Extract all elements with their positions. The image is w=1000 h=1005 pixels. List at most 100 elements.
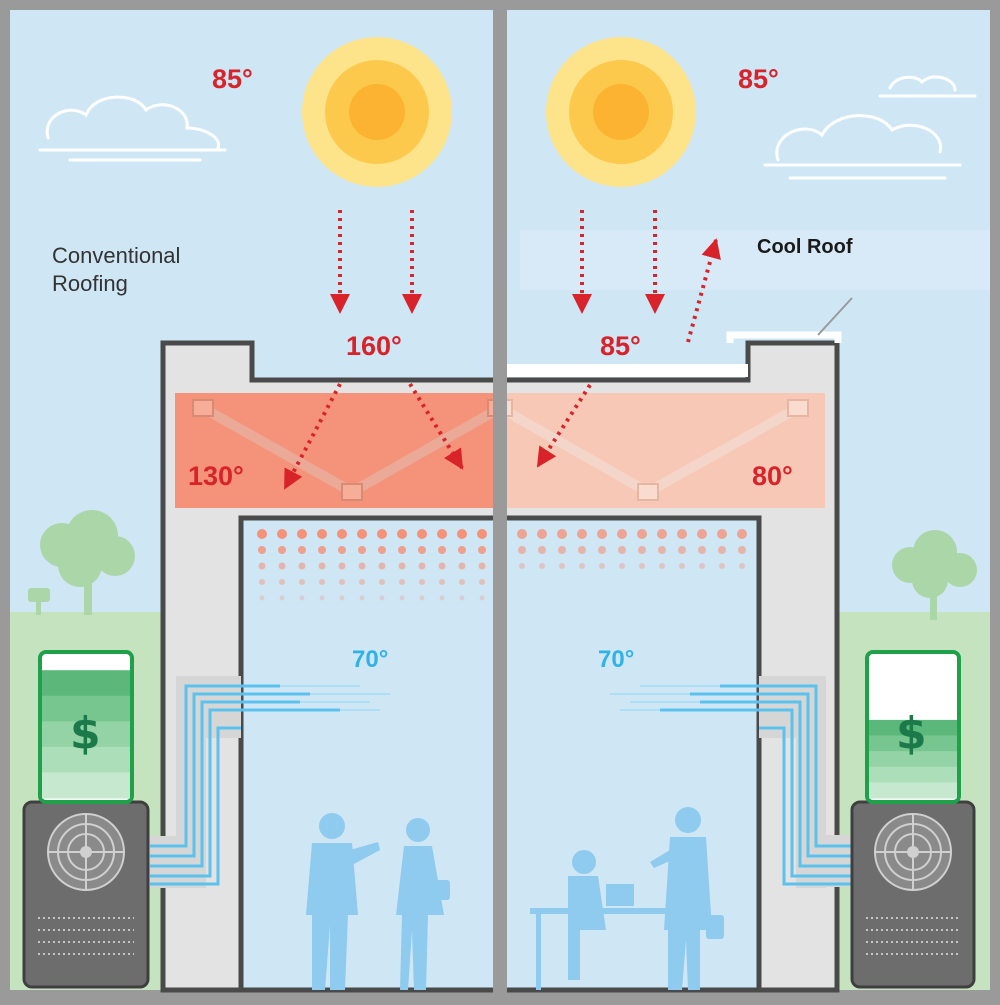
heat-dot: [577, 529, 587, 539]
heat-dot: [317, 529, 327, 539]
left-caption-line1: Conventional: [52, 243, 181, 268]
heat-dot: [379, 595, 385, 601]
heat-dot: [519, 563, 525, 569]
heat-dot: [619, 563, 625, 569]
heat-dot: [659, 563, 665, 569]
right-attic-temp: 80°: [752, 461, 793, 491]
right-cost-meter: [865, 650, 961, 804]
attic-heat-arrows: [283, 382, 592, 490]
heat-dot: [259, 579, 265, 585]
reflection-haze: [520, 230, 990, 290]
heat-dot: [719, 563, 725, 569]
cost-meter-band: [869, 719, 957, 737]
heat-dot: [357, 529, 367, 539]
cost-meter-fill: [42, 670, 130, 799]
cost-meter-band: [42, 670, 130, 697]
heat-dot: [638, 546, 646, 554]
left-attic-temp: 130°: [188, 461, 244, 491]
heat-dot: [479, 595, 485, 601]
cost-meter-band: [869, 766, 957, 783]
heat-dot: [259, 595, 265, 601]
left-cost-meter: [38, 650, 134, 804]
heat-dot: [557, 529, 567, 539]
heat-dot: [657, 529, 667, 539]
cloud-icon: [763, 75, 977, 180]
cost-meter-band: [869, 782, 957, 799]
heat-dot: [477, 529, 487, 539]
left-indoor-temp: 70°: [352, 646, 389, 673]
heat-dot: [437, 529, 447, 539]
heat-dot: [537, 529, 547, 539]
heat-dot: [338, 546, 346, 554]
heat-dot: [478, 562, 486, 570]
heat-dot: [279, 579, 285, 585]
heat-dot: [599, 563, 605, 569]
heat-dot: [459, 579, 465, 585]
heat-dot: [319, 579, 325, 585]
heat-dot: [618, 546, 626, 554]
cost-meter-band: [869, 751, 957, 768]
heat-dot: [559, 563, 565, 569]
heat-dots-left: [257, 529, 487, 601]
heat-dot: [439, 579, 445, 585]
left-attic: [175, 393, 493, 508]
right-indoor-temp: 70°: [598, 646, 635, 673]
sun-icon: [302, 37, 452, 187]
cost-meter-band: [42, 746, 130, 773]
heat-dot: [699, 563, 705, 569]
heat-dot: [457, 529, 467, 539]
heat-dot: [359, 595, 365, 601]
desk-icon: [530, 908, 680, 990]
mailbox-icon: [28, 588, 50, 615]
incoming-heat-arrows: [330, 210, 665, 314]
right-outside-temp: 85°: [738, 64, 779, 94]
heat-dot: [318, 546, 326, 554]
panel-divider: [493, 0, 507, 1000]
heat-dot: [419, 579, 425, 585]
laptop-icon: [606, 884, 634, 906]
heat-dot: [417, 529, 427, 539]
cool-roof-callout: [817, 297, 853, 336]
heat-dot: [419, 595, 425, 601]
heat-dot: [597, 529, 607, 539]
heat-dot: [339, 579, 345, 585]
left-caption-line2: Roofing: [52, 271, 128, 296]
heat-dot: [517, 529, 527, 539]
heat-dot: [698, 546, 706, 554]
heat-dot: [379, 579, 385, 585]
left-cost-symbol: $: [70, 708, 101, 759]
heat-dot: [399, 579, 405, 585]
heat-dot: [398, 562, 406, 570]
heat-dot: [337, 529, 347, 539]
heat-dot: [279, 595, 285, 601]
heat-dot: [378, 562, 386, 570]
heat-dot: [278, 562, 286, 570]
cool-roof-coating-edge: [726, 331, 842, 343]
person-icon: [396, 818, 450, 990]
cloud-icon: [38, 95, 227, 162]
heat-dot: [717, 529, 727, 539]
left-air-duct: [150, 676, 390, 888]
heat-dot: [397, 529, 407, 539]
heat-dot: [399, 595, 405, 601]
right-air-duct: [610, 676, 852, 888]
cost-meter-band: [42, 721, 130, 748]
heat-dot: [478, 546, 486, 554]
heat-dot: [679, 563, 685, 569]
heat-dot: [639, 563, 645, 569]
heat-dot: [518, 546, 526, 554]
heat-dot: [318, 562, 326, 570]
right-attic: [507, 393, 825, 508]
heat-dot: [538, 546, 546, 554]
heat-dot: [578, 546, 586, 554]
sun-icon: [546, 37, 696, 187]
cost-meter-band: [42, 772, 130, 799]
reflected-heat-arrow: [686, 238, 721, 343]
heat-dot: [299, 579, 305, 585]
cost-meter-band: [869, 735, 957, 752]
left-truss-joints: [192, 399, 493, 501]
heat-dot: [278, 546, 286, 554]
heat-dot: [438, 546, 446, 554]
fan-icon: [874, 813, 952, 891]
